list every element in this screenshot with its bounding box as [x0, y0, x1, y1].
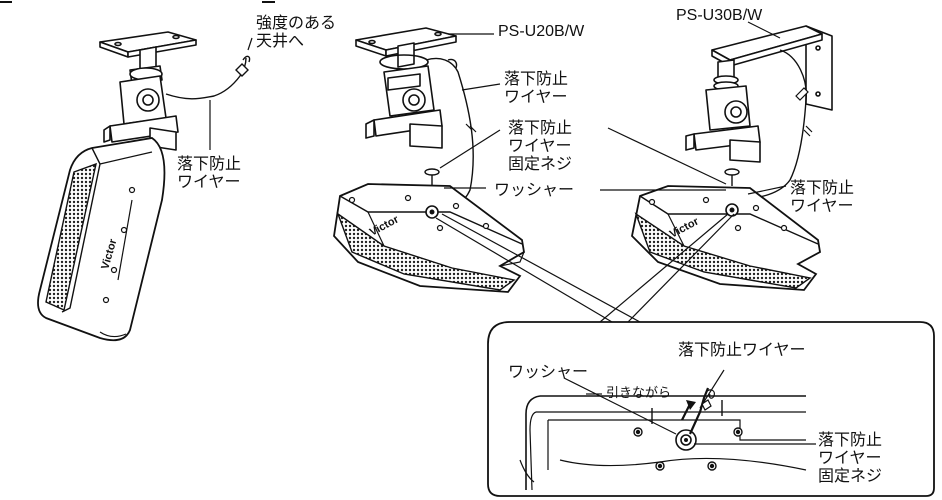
label-washer: ワッシャー [494, 180, 575, 199]
label-strong-ceiling: 強度のある [256, 13, 337, 32]
label-detail-washer: ワッシャー [508, 362, 589, 381]
label-fix-screw-3: 固定ネジ [508, 154, 573, 173]
left-speaker: Victor [37, 137, 166, 342]
label-left-fall-wire-1: 落下防止 [177, 154, 242, 173]
label-u30-fall-wire-1: 落下防止 [790, 178, 855, 197]
left-mount-bracket [99, 31, 197, 151]
label-left-fall-wire-2: ワイヤー [177, 172, 241, 191]
leader-lines [435, 21, 787, 323]
label-model-u20: PS-U20B/W [498, 23, 585, 40]
left-fall-wire [165, 57, 247, 100]
label-u20-fall-wire-2: ワイヤー [504, 87, 568, 106]
ceiling-leader [247, 37, 253, 51]
label-u30-fall-wire-2: ワイヤー [790, 196, 854, 215]
detail-callout [487, 321, 935, 497]
label-to-ceiling: 天井へ [256, 31, 305, 50]
label-detail-fix-3: 固定ネジ [818, 466, 883, 485]
label-detail-fall-wire: 落下防止ワイヤー [678, 340, 806, 359]
label-model-u30: PS-U30B/W [676, 7, 763, 24]
label-detail-fix-2: ワイヤー [818, 448, 882, 467]
u20-speaker: Victor [333, 183, 525, 293]
label-fix-screw-2: ワイヤー [508, 136, 572, 155]
u30-bracket [685, 25, 833, 163]
label-fix-screw-1: 落下防止 [508, 118, 573, 137]
label-detail-pulling: 引きながら [606, 386, 672, 401]
label-u20-fall-wire-1: 落下防止 [504, 69, 569, 88]
left-wire-clip [235, 63, 249, 77]
u30-fall-wire [739, 49, 807, 201]
label-detail-fix-1: 落下防止 [818, 430, 883, 449]
u20-bracket [355, 27, 457, 149]
